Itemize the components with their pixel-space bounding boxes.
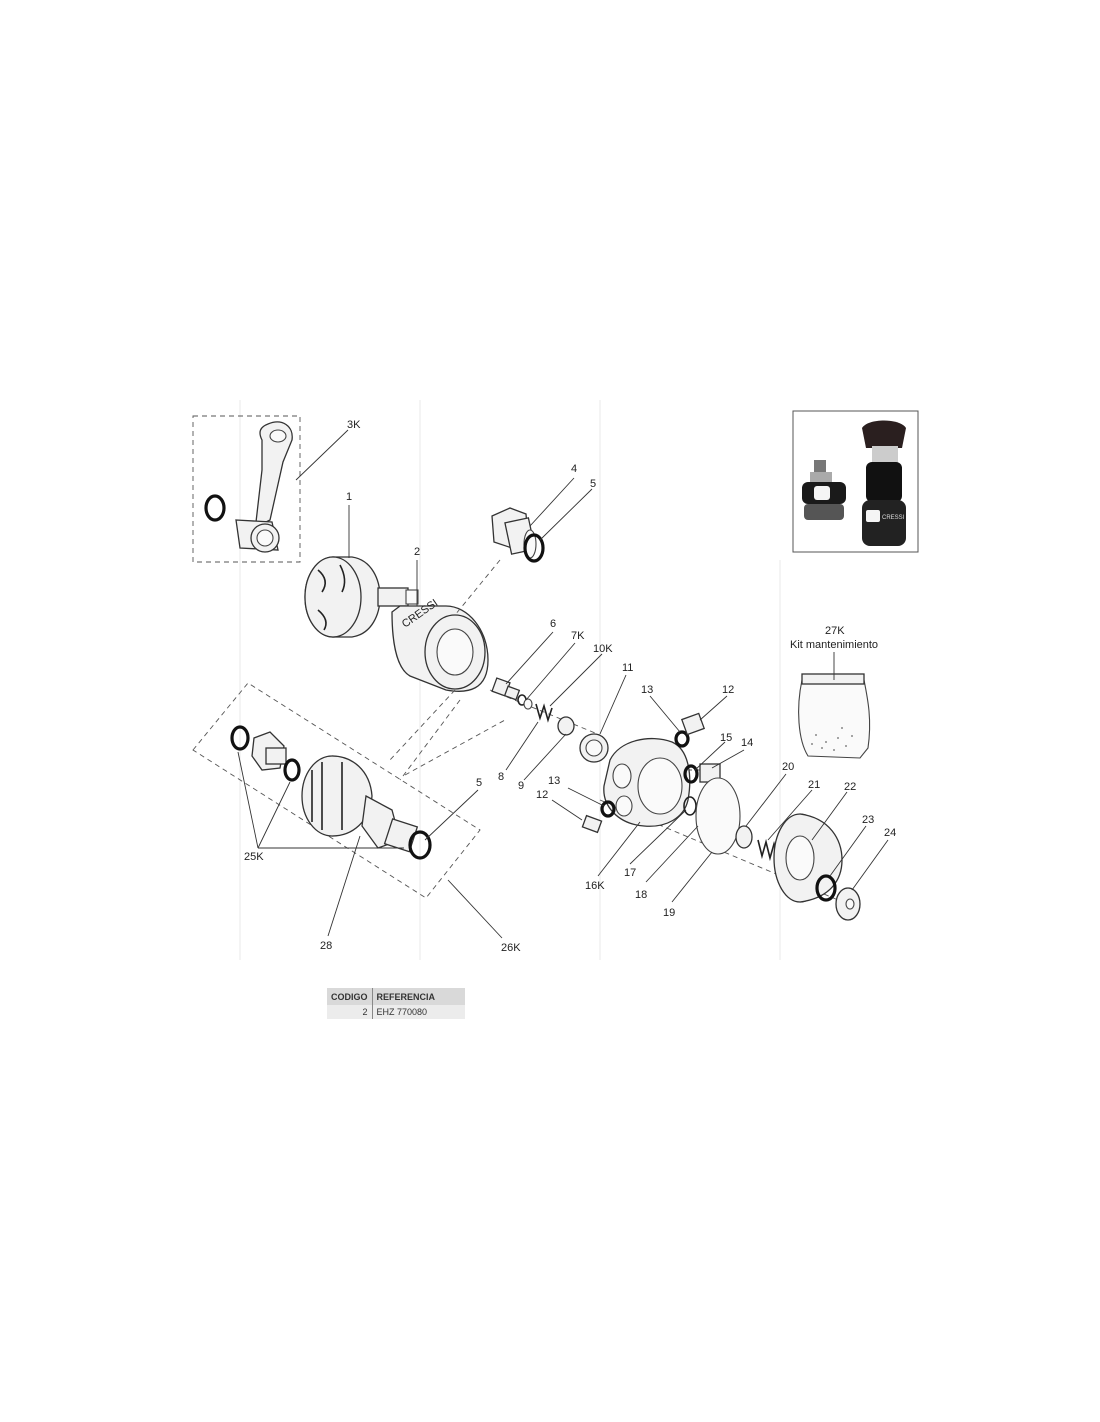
kit-25k-parts	[230, 725, 301, 782]
callout-7k: 7K	[571, 630, 585, 642]
callout-20: 20	[782, 761, 794, 773]
callout-1: 1	[346, 491, 352, 503]
table-header-row: CODIGO REFERENCIA	[327, 988, 465, 1005]
callout-25k: 25K	[244, 851, 264, 863]
callout-28: 28	[320, 940, 332, 952]
reference-table: CODIGO REFERENCIA 2 EHZ 770080	[327, 988, 465, 1019]
callout-27k-caption: Kit mantenimiento	[790, 639, 878, 651]
callout-12-top: 12	[722, 684, 734, 696]
product-photo-inset: CRESSI	[792, 410, 919, 553]
kit-26k-dashed-box	[192, 682, 481, 899]
callout-27k: 27K	[825, 625, 845, 637]
brand-mark: CRESSI	[882, 515, 905, 521]
cell-codigo: 2	[327, 1005, 373, 1019]
callout-18: 18	[635, 889, 647, 901]
callout-24: 24	[884, 827, 896, 839]
callout-2: 2	[414, 546, 420, 558]
part-5-oring-bottom	[408, 830, 432, 860]
parts-20-to-24	[735, 813, 861, 921]
callout-15: 15	[720, 732, 732, 744]
callout-13-bottom: 13	[548, 775, 560, 787]
part-1-handwheel	[304, 556, 419, 638]
yoke-clamp-part	[204, 421, 293, 553]
callout-12-bottom: 12	[536, 789, 548, 801]
callout-21: 21	[808, 779, 820, 791]
callout-17: 17	[624, 867, 636, 879]
callout-23: 23	[862, 814, 874, 826]
part-16k-second-stage-body	[603, 738, 691, 827]
column-header-codigo: CODIGO	[327, 988, 373, 1005]
callout-3k: 3K	[347, 419, 361, 431]
callout-4: 4	[571, 463, 577, 475]
callout-8: 8	[498, 771, 504, 783]
callout-19: 19	[663, 907, 675, 919]
kit-3k-dashed-box	[192, 415, 301, 563]
parts-17-18-19	[683, 777, 741, 855]
callout-22: 22	[844, 781, 856, 793]
callout-labels: 3K 1 2 4 5 6 7K 10K 11 13 12 15 14 8 9 1…	[244, 419, 896, 954]
callout-26k: 26K	[501, 942, 521, 954]
column-header-referencia: REFERENCIA	[372, 988, 465, 1005]
parts-6-to-11	[491, 677, 609, 763]
part-4-din-fitting	[491, 507, 537, 559]
leader-lines	[237, 429, 889, 939]
background-lines	[239, 400, 781, 960]
callout-5-top: 5	[590, 478, 596, 490]
callout-9: 9	[518, 780, 524, 792]
part-2-body: CRESSI	[391, 597, 489, 692]
callout-13-top: 13	[641, 684, 653, 696]
part-27k-maintenance-kit-bag	[798, 673, 871, 759]
callout-11: 11	[622, 662, 633, 674]
callout-14: 14	[741, 737, 753, 749]
part-5-oring-top	[523, 533, 545, 563]
callout-5-bottom: 5	[476, 777, 482, 789]
cell-referencia: EHZ 770080	[372, 1005, 465, 1019]
callout-10k: 10K	[593, 643, 613, 655]
table-row: 2 EHZ 770080	[327, 1005, 465, 1019]
callout-16k: 16K	[585, 880, 605, 892]
callout-6: 6	[550, 618, 556, 630]
